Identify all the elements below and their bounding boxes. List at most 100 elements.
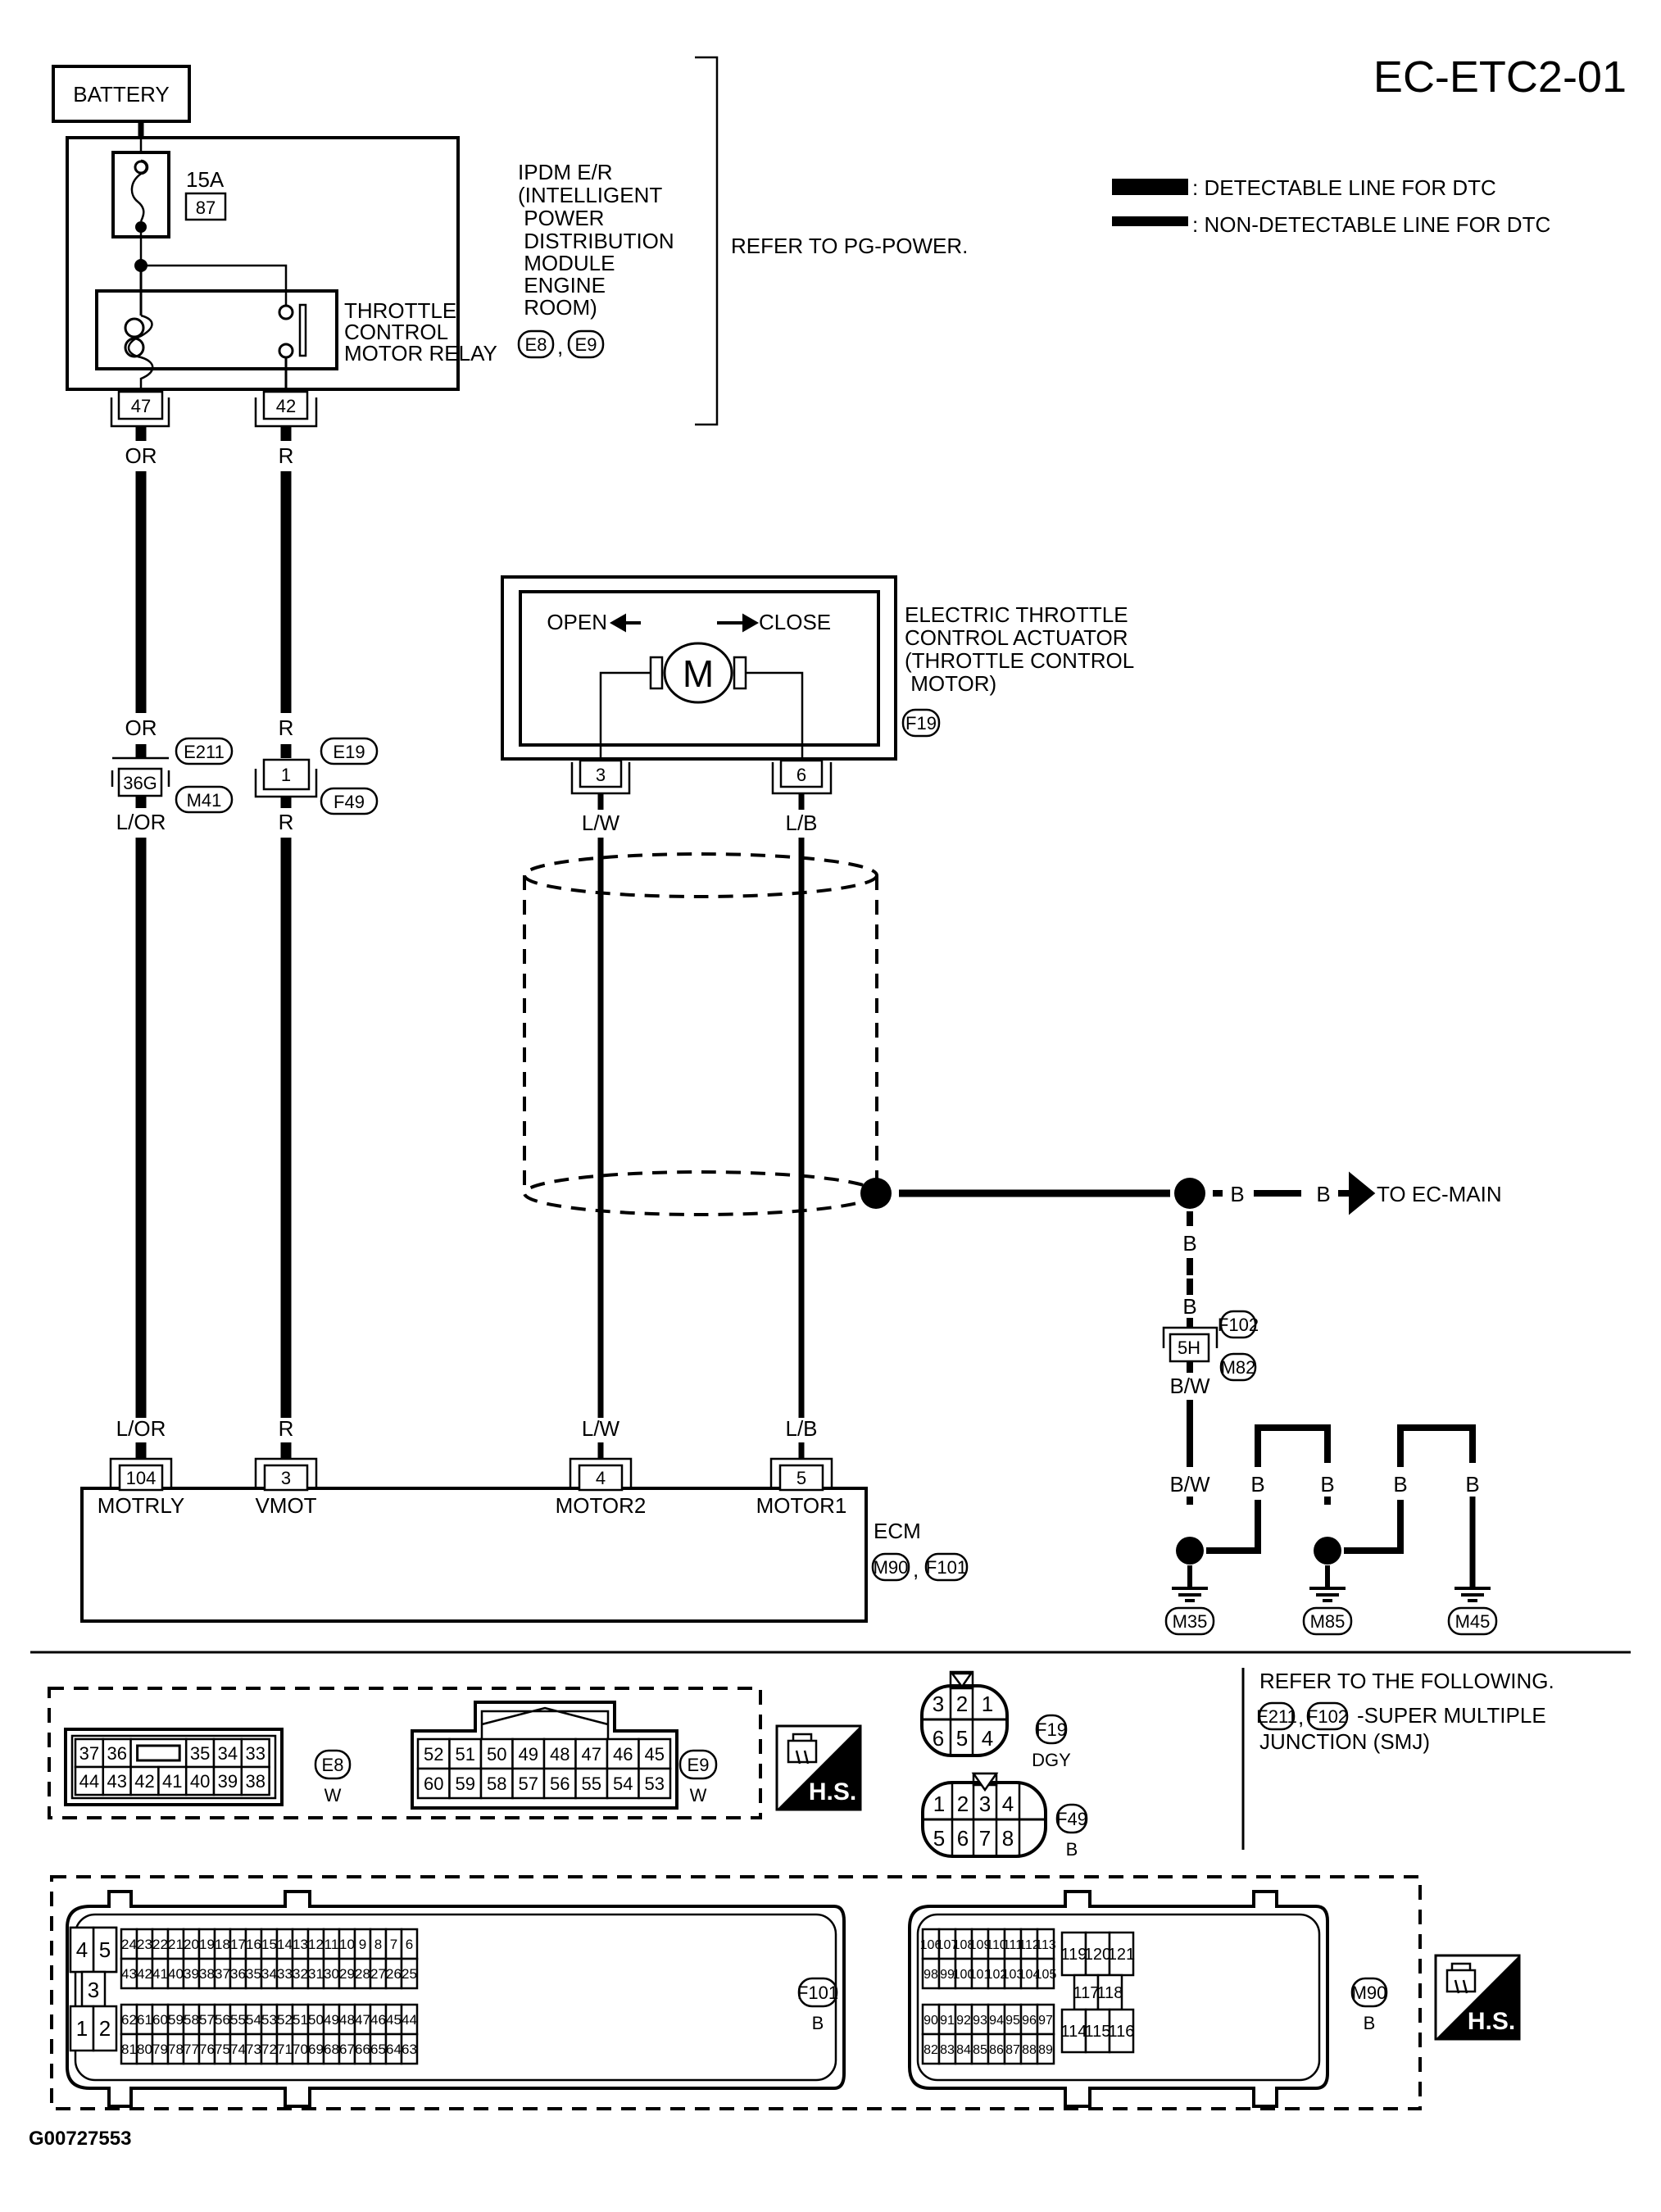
- svg-text:120: 120: [1084, 1946, 1111, 1964]
- svg-text:57: 57: [199, 2012, 215, 2028]
- connector-pin: 121: [1108, 1931, 1135, 1977]
- connector-ref-f102[interactable]: F102: [1218, 1315, 1259, 1335]
- connector-pin: 83: [937, 2033, 957, 2065]
- svg-text:OR: OR: [125, 715, 157, 740]
- svg-text:105: 105: [1035, 1968, 1057, 1982]
- connector-id[interactable]: F101: [797, 1983, 838, 2003]
- connector-ref-e19[interactable]: E19: [333, 742, 365, 762]
- connector-pin: 43: [102, 1765, 132, 1796]
- svg-text:95: 95: [1005, 2014, 1020, 2028]
- connector-ref-f19[interactable]: F19: [905, 713, 937, 734]
- connector-id[interactable]: F19: [1036, 1719, 1067, 1740]
- svg-text:100: 100: [953, 1968, 975, 1982]
- connector-id[interactable]: E8: [322, 1755, 344, 1775]
- svg-text:7: 7: [390, 1937, 397, 1952]
- ground-ref-m85[interactable]: M85: [1310, 1611, 1346, 1632]
- connector-ref-f101[interactable]: F101: [926, 1557, 967, 1578]
- svg-text:42: 42: [276, 396, 296, 416]
- connector-id[interactable]: M90: [1352, 1983, 1387, 2003]
- connector-pin: 64: [384, 2033, 403, 2065]
- connector-pin: 115: [1085, 2008, 1110, 2054]
- svg-text:25: 25: [402, 1966, 417, 1982]
- connector-pin: 78: [166, 2033, 185, 2065]
- actuator-pin-6: 6: [771, 759, 833, 795]
- connector-ref-f49[interactable]: F49: [334, 792, 365, 812]
- hs-label: H.S.: [1468, 2008, 1515, 2035]
- svg-text:64: 64: [386, 2042, 402, 2057]
- connector-pin: 13: [291, 1928, 310, 1960]
- connector-pin: 6: [957, 1826, 969, 1851]
- svg-text:114: 114: [1061, 2023, 1087, 2041]
- connector-pin: 19: [197, 1928, 216, 1960]
- to-ec-main-link[interactable]: TO EC-MAIN: [1377, 1182, 1502, 1206]
- svg-text:101: 101: [969, 1968, 992, 1982]
- svg-text:60: 60: [424, 1774, 443, 1794]
- connector-pin: 56: [542, 1767, 577, 1800]
- connector-pin: 42: [129, 1765, 160, 1796]
- connector-group-e8-e9: [48, 1687, 762, 1819]
- connector-ref-f102[interactable]: F102: [1307, 1706, 1348, 1727]
- connector-pin: 91: [937, 2003, 957, 2036]
- connector-color: DGY: [1032, 1750, 1071, 1770]
- connector-pin: 7: [384, 1928, 403, 1960]
- connector-pin: 8: [1002, 1826, 1014, 1851]
- svg-text:40: 40: [190, 1771, 210, 1792]
- connector-pin: 39: [212, 1765, 243, 1796]
- svg-text:55: 55: [582, 1774, 601, 1794]
- connector-ref-e8[interactable]: E8: [525, 334, 547, 355]
- svg-text:79: 79: [152, 2042, 168, 2057]
- connector-ref-e9[interactable]: E9: [575, 334, 597, 355]
- connector-ref-m90[interactable]: M90: [874, 1557, 909, 1578]
- svg-text:,: ,: [913, 1557, 919, 1582]
- connector-pin: 60: [151, 2003, 170, 2036]
- connector-ref-e211[interactable]: E211: [1256, 1706, 1297, 1727]
- svg-text:108: 108: [953, 1938, 975, 1952]
- connector-ref-e211[interactable]: E211: [184, 742, 225, 762]
- connector-ref-m41[interactable]: M41: [187, 790, 222, 811]
- ground-ref-m35[interactable]: M35: [1173, 1611, 1208, 1632]
- ground-ref-m45[interactable]: M45: [1455, 1611, 1491, 1632]
- wire-r: R R 1 R R: [254, 426, 318, 1459]
- connector-pin: 55: [574, 1767, 609, 1800]
- svg-text:30: 30: [324, 1966, 339, 1982]
- connector-pin: 45: [638, 1737, 672, 1770]
- svg-text:ENGINE: ENGINE: [518, 273, 606, 298]
- legend: : DETECTABLE LINE FOR DTC : NON-DETECTAB…: [1112, 175, 1550, 237]
- svg-text:L/B: L/B: [785, 811, 817, 835]
- svg-text:49: 49: [519, 1744, 538, 1765]
- connector-id[interactable]: E9: [688, 1755, 710, 1775]
- connector-pin: 62: [120, 2003, 138, 2036]
- connector-pin: 26: [384, 1957, 403, 1990]
- svg-text:44: 44: [402, 2012, 417, 2028]
- connector-pin: 84: [954, 2033, 973, 2065]
- connector-pin: 6: [933, 1726, 944, 1751]
- refer-pg-power: REFER TO PG-POWER.: [731, 234, 968, 258]
- svg-text:34: 34: [261, 1966, 277, 1982]
- connector-pin: 66: [353, 2033, 372, 2065]
- svg-text:86: 86: [989, 2043, 1004, 2057]
- connector-pin: 59: [448, 1767, 483, 1800]
- connector-pin: 77: [182, 2033, 201, 2065]
- svg-text:B: B: [1230, 1182, 1244, 1206]
- svg-text:118: 118: [1097, 1984, 1123, 2002]
- wire-lb: L/B L/B: [785, 793, 818, 1459]
- svg-text:51: 51: [293, 2012, 308, 2028]
- svg-text:107: 107: [937, 1938, 959, 1952]
- svg-text:77: 77: [184, 2042, 199, 2057]
- connector-pin: 80: [135, 2033, 154, 2065]
- connector-id[interactable]: F49: [1056, 1809, 1087, 1829]
- connector-pin: 24: [120, 1928, 138, 1960]
- svg-text:54: 54: [246, 2012, 261, 2028]
- refer-note-desc-2: JUNCTION (SMJ): [1259, 1729, 1430, 1754]
- svg-text:31: 31: [308, 1966, 324, 1982]
- svg-text:83: 83: [940, 2043, 955, 2057]
- connector-ref-m82[interactable]: M82: [1221, 1357, 1256, 1378]
- connector-pin: 93: [970, 2003, 990, 2036]
- relay-label-2: CONTROL: [344, 320, 448, 344]
- actuator-pin-3: 3: [570, 759, 631, 795]
- svg-text:87: 87: [1005, 2043, 1020, 2057]
- svg-text:,: ,: [557, 334, 563, 359]
- svg-text:B/W: B/W: [1169, 1374, 1210, 1398]
